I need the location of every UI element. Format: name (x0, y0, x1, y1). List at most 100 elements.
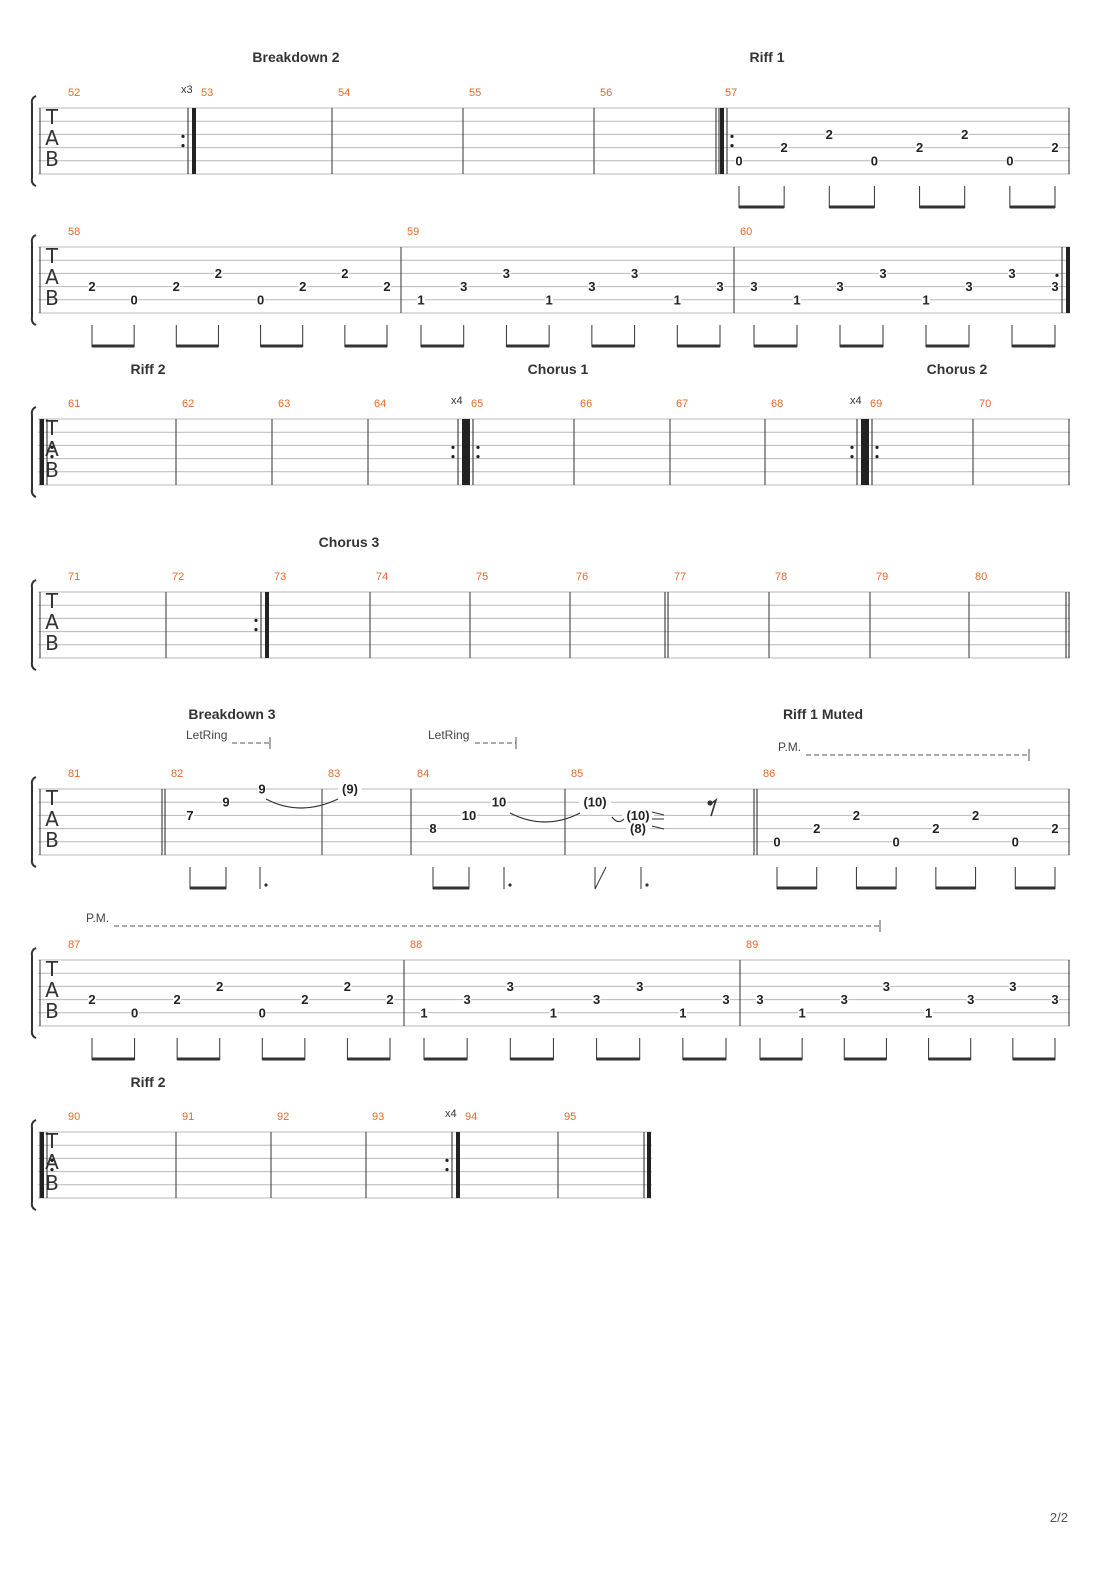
fret-bg (960, 128, 969, 141)
fret-number: 0 (131, 1005, 138, 1020)
bar-number: 82 (171, 768, 183, 780)
repeat-start-bar (865, 419, 869, 485)
fret-number: 9 (222, 795, 229, 810)
fret-number: 2 (88, 279, 95, 294)
tab-clef-letter: T (45, 957, 59, 981)
fret-number: 1 (679, 1005, 686, 1020)
fret-number: 3 (1051, 279, 1058, 294)
bar-number: 77 (674, 571, 686, 583)
beam (510, 1057, 554, 1061)
repeat-dot (50, 445, 54, 449)
fret-bg (549, 1007, 558, 1020)
repeat-end-bar (456, 1132, 460, 1198)
section-label: Chorus 2 (927, 361, 988, 377)
system-bracket (30, 776, 37, 868)
fret-number: 2 (781, 140, 788, 155)
fret-bg (798, 1007, 807, 1020)
beam (433, 886, 469, 890)
repeat-dot (476, 445, 480, 449)
fret-number: 2 (853, 808, 860, 823)
beam (190, 886, 226, 890)
palm-mute-label: P.M. (86, 911, 109, 925)
system-bracket (30, 1119, 37, 1211)
fret-bg (340, 267, 349, 280)
fret-number: 7 (186, 808, 193, 823)
fret-number: 2 (961, 127, 968, 142)
fret-number: 3 (750, 279, 757, 294)
bar-number: 68 (771, 398, 783, 410)
bar-number: 62 (182, 398, 194, 410)
bar-number: 92 (277, 1111, 289, 1123)
fret-number: 2 (174, 992, 181, 1007)
fret-number: 2 (813, 821, 820, 836)
bar-number: 60 (740, 226, 752, 238)
tab-clef-letter: B (45, 1171, 59, 1195)
fret-bg (750, 281, 758, 294)
repeat-dot (730, 144, 734, 148)
bar-number: 76 (576, 571, 588, 583)
section-label: Riff 1 (750, 49, 785, 65)
dot (264, 883, 268, 887)
bar-number: 79 (876, 571, 888, 583)
bar-number: 63 (278, 398, 290, 410)
fret-bg (1051, 994, 1059, 1007)
fret-bg (463, 994, 472, 1007)
beam (596, 1057, 640, 1061)
section-label: Breakdown 2 (252, 49, 339, 65)
fret-bg (417, 294, 425, 307)
fret-bg (579, 796, 611, 809)
bar-number: 95 (564, 1111, 576, 1123)
bar-number: 91 (182, 1111, 194, 1123)
fret-bg (386, 994, 394, 1007)
beam (777, 886, 817, 890)
beam (424, 1057, 468, 1061)
section-label: Riff 2 (131, 361, 166, 377)
fret-number: 1 (922, 292, 929, 307)
fret-bg (130, 294, 139, 307)
tab-clef-letter: T (45, 786, 59, 810)
fret-bg (1051, 281, 1059, 294)
fret-number: 0 (259, 1005, 266, 1020)
fret-bg (214, 267, 223, 280)
bar-number: 80 (975, 571, 987, 583)
let-ring-label: LetRing (186, 728, 227, 742)
fret-bg (922, 294, 930, 307)
fret-bg (812, 823, 821, 836)
bar-number: 66 (580, 398, 592, 410)
beam (344, 344, 387, 348)
repeat-start-bar (466, 419, 470, 485)
repeat-dot (476, 455, 480, 459)
repeat-dot (50, 1158, 54, 1162)
beam (92, 1057, 135, 1061)
bar-number: 81 (68, 768, 80, 780)
bar-number: 67 (676, 398, 688, 410)
tab-clef-letter: T (45, 244, 59, 268)
dot (508, 883, 512, 887)
repeat-start-bar (720, 108, 724, 174)
fret-number: 10 (462, 808, 476, 823)
bar-number: 85 (571, 768, 583, 780)
fret-bg (635, 980, 644, 993)
beam (739, 205, 785, 209)
section-label: Riff 2 (131, 1074, 166, 1090)
bar-number: 73 (274, 571, 286, 583)
fret-bg (222, 796, 230, 809)
tab-clef-letter: A (45, 807, 59, 831)
repeat-dot (451, 445, 455, 449)
tie (509, 812, 581, 823)
bar-number: 74 (376, 571, 388, 583)
fret-bg (966, 994, 975, 1007)
beam (829, 205, 875, 209)
fret-number: 10 (492, 795, 506, 810)
repeat-end-bar (861, 419, 865, 485)
fret-number: 0 (1012, 834, 1019, 849)
fret-number: 2 (216, 979, 223, 994)
final-bar (647, 1132, 651, 1198)
bar-number: 64 (374, 398, 386, 410)
bar-number: 61 (68, 398, 80, 410)
bar-number: 83 (328, 768, 340, 780)
